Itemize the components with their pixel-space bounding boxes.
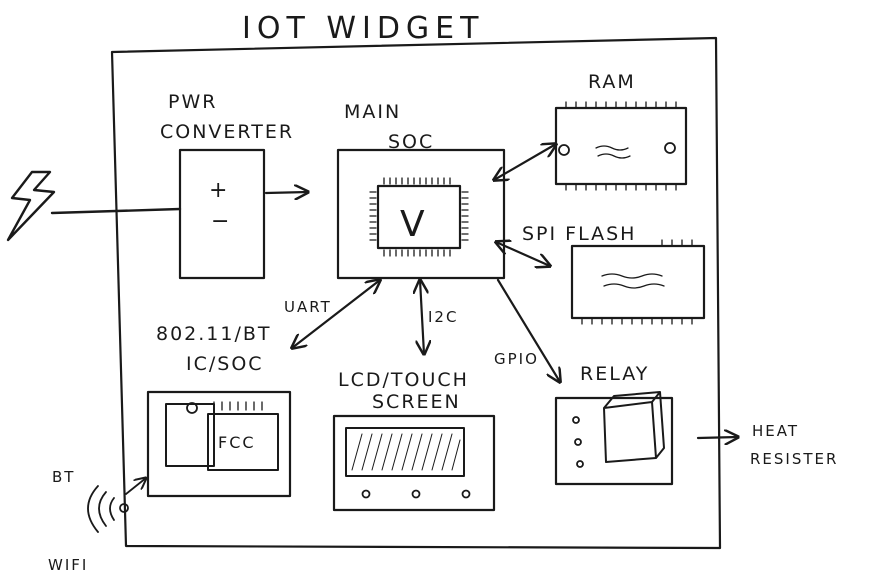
soc-lcd-i2c-arrow [420, 280, 424, 354]
lightning-bolt-icon [6, 170, 56, 242]
relay-terminal-2 [574, 438, 582, 446]
soc-wireless-uart-arrow [292, 280, 380, 348]
soc-spi-flash-bus-arrow [496, 242, 550, 266]
wireless-chip-pins [213, 401, 263, 411]
power-input-line [50, 207, 182, 215]
soc-relay-gpio-arrow [496, 278, 560, 382]
relay-block [603, 391, 665, 463]
spi-flash-pins [581, 239, 693, 325]
wireless-module-board [146, 390, 292, 498]
soc-logo-v: V [400, 204, 427, 245]
pwr-plus-sign: + [209, 178, 229, 203]
device-enclosure [110, 36, 722, 550]
lcd-display-hatch [351, 433, 461, 471]
pwr-to-soc-arrow [264, 192, 308, 193]
heat-resistor-label-1: HEAT [752, 422, 799, 440]
pwr-converter-label-2: CONVERTER [160, 121, 294, 143]
lcd-label-1: LCD/TOUCH [338, 369, 469, 391]
wifi-label: WIFI [48, 556, 88, 574]
lcd-label-2: SCREEN [372, 391, 461, 413]
relay-terminal-3 [576, 460, 584, 468]
ram-pins [565, 101, 677, 191]
pwr-minus-sign: − [211, 209, 231, 234]
pwr-converter-label-1: PWR [168, 91, 217, 113]
soc-ram-bus-arrow [494, 144, 556, 180]
relay-label: RELAY [580, 363, 649, 385]
relay-module-board [554, 396, 674, 486]
relay-terminal-1 [572, 416, 580, 424]
ram-mount-hole-right [664, 142, 676, 154]
wireless-label-2: IC/SOC [186, 353, 264, 375]
main-soc-label-1: MAIN [344, 101, 401, 123]
wireless-label-1: 802.11/BT [156, 323, 272, 345]
heat-resistor-label-2: RESISTER [750, 450, 838, 468]
uart-bus-label: UART [284, 298, 332, 316]
ram-label: RAM [588, 71, 636, 93]
lcd-display-area [345, 427, 465, 477]
wireless-mount-hole [186, 402, 198, 414]
main-soc-label-2: SOC [388, 131, 434, 153]
spi-flash-label-scribble [601, 273, 665, 289]
wireless-fcc-chip [207, 413, 279, 471]
lcd-button-1 [361, 489, 371, 499]
main-soc-chip [376, 184, 462, 250]
main-soc-board [336, 148, 506, 280]
ram-module [554, 106, 688, 186]
fcc-chip-label: FCC [218, 433, 256, 452]
antenna-link-arrow [125, 478, 146, 495]
pwr-converter-box [178, 148, 266, 280]
lcd-button-2 [411, 489, 421, 499]
diagram-title: IOT WIDGET [242, 11, 484, 46]
main-soc-chip-pins [369, 177, 469, 257]
relay-to-heat-arrow [696, 437, 738, 438]
bt-label: BT [52, 468, 75, 486]
antenna-waves-icon [87, 485, 129, 533]
spi-flash-chip [570, 244, 706, 320]
i2c-bus-label: I2C [428, 308, 458, 326]
lcd-button-3 [461, 489, 471, 499]
spi-flash-label: SPI FLASH [522, 223, 636, 245]
ram-label-scribble [595, 145, 631, 159]
gpio-bus-label: GPIO [494, 350, 539, 368]
ram-mount-hole-left [558, 144, 570, 156]
lcd-module-board [332, 414, 496, 512]
